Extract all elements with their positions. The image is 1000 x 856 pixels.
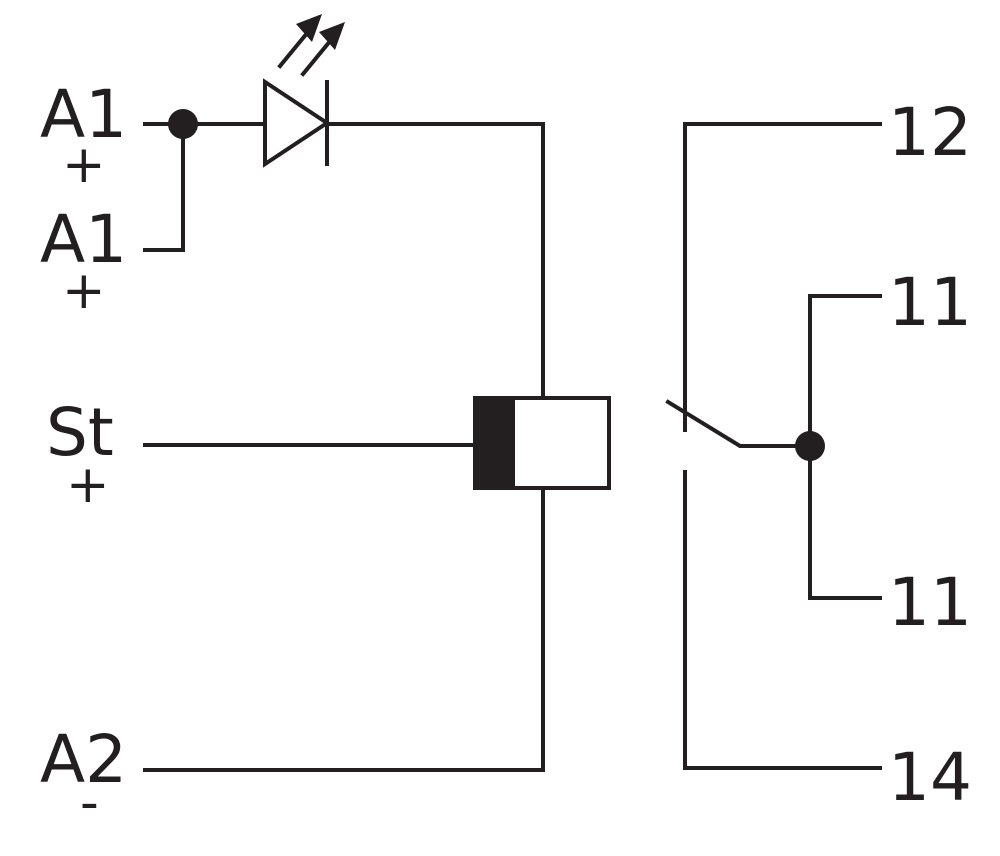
contact-14-wire	[683, 470, 882, 770]
a1-wiring	[143, 109, 265, 252]
relay-coil-icon	[473, 396, 611, 490]
terminal-st-sign: +	[66, 455, 110, 515]
terminal-a2-sign: -	[80, 773, 99, 833]
terminal-a1-top-sign: +	[62, 135, 106, 195]
terminal-11-top-label: 11	[888, 264, 972, 341]
changeover-switch-icon	[665, 294, 882, 600]
led-to-coil-wire	[325, 122, 545, 400]
terminal-st-label: St	[46, 394, 114, 471]
a1-bottom-wire	[143, 122, 185, 252]
terminal-a2-label: A2	[40, 721, 127, 798]
terminal-a1-top-label: A1	[40, 76, 127, 153]
terminal-a1-bottom-sign: +	[62, 261, 106, 321]
terminal-12-label: 12	[888, 94, 972, 171]
led-icon	[263, 14, 345, 168]
a2-wire	[143, 486, 545, 772]
switch-blade	[665, 399, 812, 448]
coil-filled-end	[475, 398, 515, 488]
contact-11-junction-dot	[795, 431, 825, 461]
contact-12-wire	[683, 122, 882, 432]
a1-junction-dot	[168, 109, 198, 139]
led-light-arrows-icon	[277, 14, 345, 77]
terminal-a1-bottom-label: A1	[40, 201, 127, 278]
terminal-11-bottom-label: 11	[888, 564, 972, 641]
terminal-14-label: 14	[888, 739, 972, 816]
led-triangle	[263, 78, 331, 168]
